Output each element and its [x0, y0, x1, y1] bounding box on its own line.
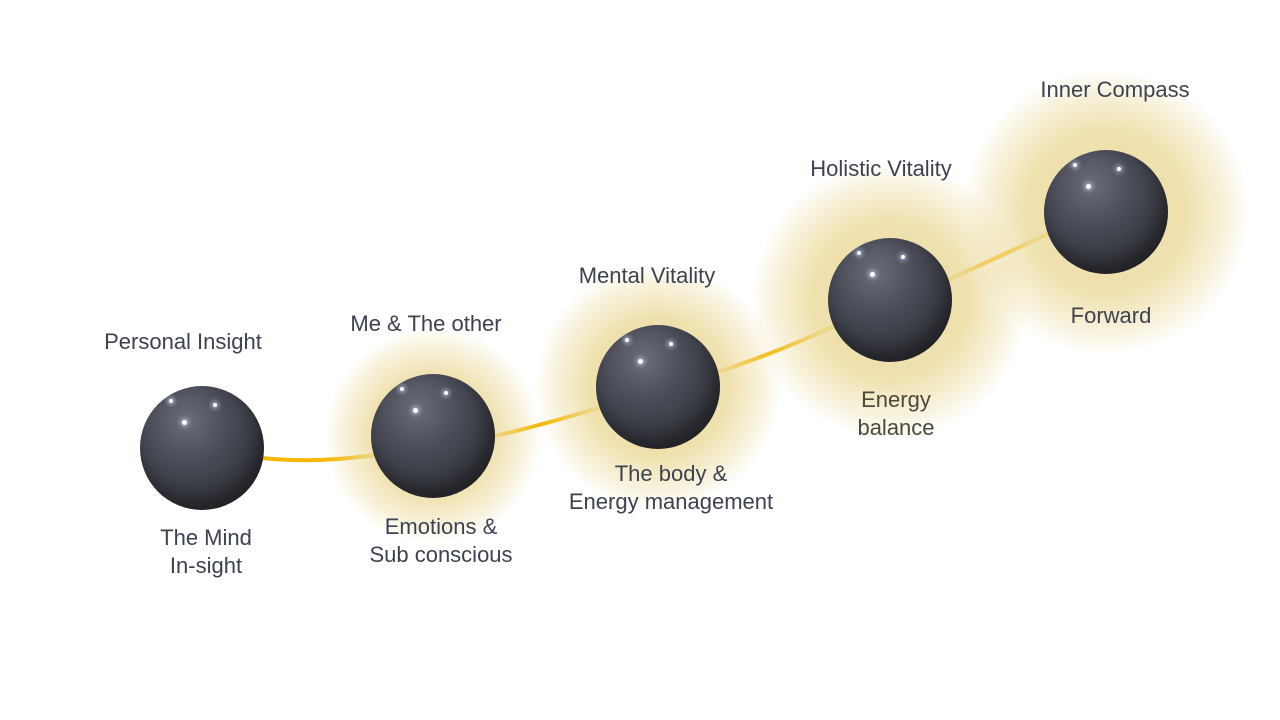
highlight-icon: [638, 359, 643, 364]
step-subtitle: Forward: [1071, 302, 1152, 330]
step-title: Me & The other: [350, 311, 502, 336]
highlight-icon: [444, 391, 448, 395]
subtitle-line: In-sight: [169, 553, 243, 578]
subtitle-line: Forward: [1070, 303, 1152, 328]
highlight-icon: [1073, 163, 1077, 167]
step-sphere[interactable]: [828, 238, 952, 362]
step-subtitle: Energy balance: [857, 386, 934, 442]
subtitle-line: Emotions &: [384, 514, 498, 539]
highlight-icon: [182, 420, 187, 425]
step-sphere[interactable]: [1044, 150, 1168, 274]
step-subtitle: Emotions & Sub conscious: [369, 513, 512, 569]
subtitle-line: Energy: [861, 387, 931, 412]
highlight-icon: [625, 338, 629, 342]
subtitle-line: Sub conscious: [369, 542, 513, 567]
highlight-icon: [169, 399, 173, 403]
step-subtitle: The body & Energy management: [569, 460, 773, 516]
highlight-icon: [213, 403, 217, 407]
subtitle-line: The body &: [614, 461, 728, 486]
highlight-icon: [870, 272, 875, 277]
subtitle-line: The Mind: [160, 525, 252, 550]
highlight-icon: [1117, 167, 1121, 171]
subtitle-line: balance: [857, 415, 935, 440]
highlight-icon: [413, 408, 418, 413]
highlight-icon: [669, 342, 673, 346]
step-sphere[interactable]: [371, 374, 495, 498]
step-title: Holistic Vitality: [810, 156, 952, 181]
step-title: Personal Insight: [104, 329, 262, 354]
highlight-icon: [400, 387, 404, 391]
step-sphere[interactable]: [596, 325, 720, 449]
subtitle-line: Energy management: [568, 489, 774, 514]
step-title: Mental Vitality: [578, 263, 716, 288]
highlight-icon: [901, 255, 905, 259]
step-sphere[interactable]: [140, 386, 264, 510]
step-title: Inner Compass: [1040, 77, 1190, 102]
highlight-icon: [1086, 184, 1091, 189]
highlight-icon: [857, 251, 861, 255]
